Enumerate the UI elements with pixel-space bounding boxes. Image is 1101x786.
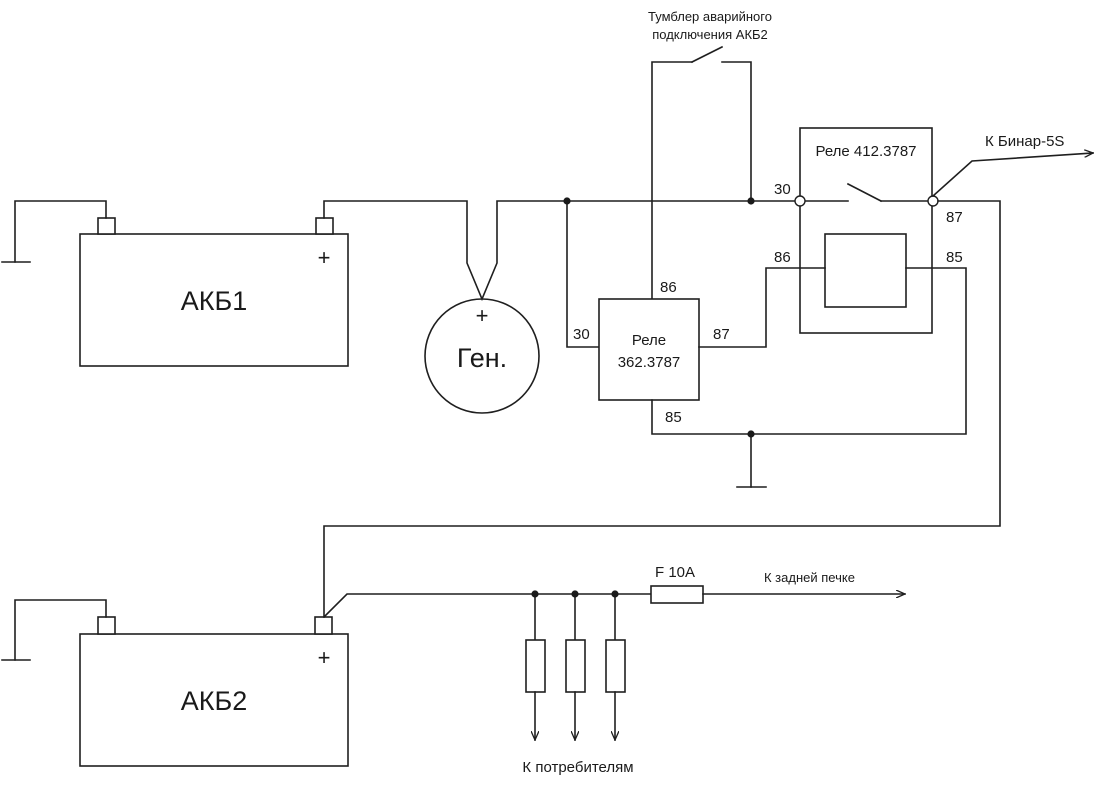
relay-412-terminal-87 <box>927 195 939 207</box>
relay-362-pin-87: 87 <box>713 326 730 343</box>
junction-dot <box>747 430 755 438</box>
fuse-f10a <box>650 585 704 604</box>
relay-362-pin-86: 86 <box>660 279 677 296</box>
fuse-label: F 10A <box>655 564 695 581</box>
consumer-branch <box>605 593 626 740</box>
relay-412-contact <box>846 182 883 203</box>
relay-362-body <box>598 298 700 401</box>
battery-1: АКБ1 + <box>79 217 349 367</box>
relay-412-pin-30: 30 <box>774 181 791 198</box>
generator-label: Ген. <box>457 343 507 373</box>
consumers-output-label: К потребителям <box>522 759 633 776</box>
toggle-switch-label-line1: Тумблер аварийного <box>648 9 772 24</box>
battery-2-ground <box>1 599 107 661</box>
consumer-fuse <box>525 639 546 693</box>
relay-412-coil <box>824 233 907 308</box>
battery-2-body <box>79 633 349 767</box>
battery-1-positive-terminal <box>315 217 334 235</box>
main-bus-wires <box>323 200 801 348</box>
battery-1-negative-terminal <box>97 217 116 235</box>
generator: Ген. + <box>424 298 540 414</box>
relay-362-label-line2: 362.3787 <box>618 354 681 371</box>
relay-362-pin-30: 30 <box>573 326 590 343</box>
relay-wiring <box>323 200 1001 618</box>
relay-412-label: Реле 412.3787 <box>815 143 916 160</box>
relay-362: Реле 362.3787 30 86 87 85 <box>573 279 730 426</box>
toggle-switch-contact <box>690 45 724 64</box>
consumer-branch <box>565 593 586 740</box>
relay-362-pin-85: 85 <box>665 409 682 426</box>
consumer-bus: F 10A К задней печке К потребителям <box>322 564 905 776</box>
consumer-fuses <box>525 593 626 740</box>
relay-412-pin-86: 86 <box>774 249 791 266</box>
battery-1-ground <box>1 200 107 263</box>
relay-412-terminal-30 <box>794 195 806 207</box>
emergency-toggle-switch: Тумблер аварийного подключения АКБ2 <box>648 9 772 300</box>
battery-1-body <box>79 233 349 367</box>
binar-output-label: К Бинар-5S <box>985 133 1064 150</box>
consumer-fuse <box>605 639 626 693</box>
rear-heater-output-label: К задней печке <box>764 570 855 585</box>
junction-dot <box>571 590 579 598</box>
junction-dot <box>611 590 619 598</box>
battery-2-positive-terminal <box>314 616 333 635</box>
battery-2-plus-sign: + <box>318 645 331 670</box>
relay-412: Реле 412.3787 30 87 86 85 <box>774 127 963 334</box>
battery-1-label: АКБ1 <box>181 286 247 316</box>
generator-plus-sign: + <box>476 303 489 328</box>
battery-1-plus-sign: + <box>318 245 331 270</box>
relay-412-pin-87: 87 <box>946 209 963 226</box>
binar-output: К Бинар-5S <box>931 133 1093 198</box>
junction-dot <box>563 197 571 205</box>
relay-412-pin-85: 85 <box>946 249 963 266</box>
battery-2: АКБ2 + <box>79 616 349 767</box>
relay-412-body <box>799 127 933 334</box>
consumer-fuse <box>565 639 586 693</box>
toggle-switch-label-line2: подключения АКБ2 <box>652 27 768 42</box>
relay-362-label-line1: Реле <box>632 332 666 349</box>
battery-2-negative-terminal <box>97 616 116 635</box>
junction-dots <box>531 197 755 598</box>
junction-dot <box>531 590 539 598</box>
battery-2-label: АКБ2 <box>181 686 247 716</box>
consumer-branch <box>525 593 546 740</box>
junction-dot <box>747 197 755 205</box>
